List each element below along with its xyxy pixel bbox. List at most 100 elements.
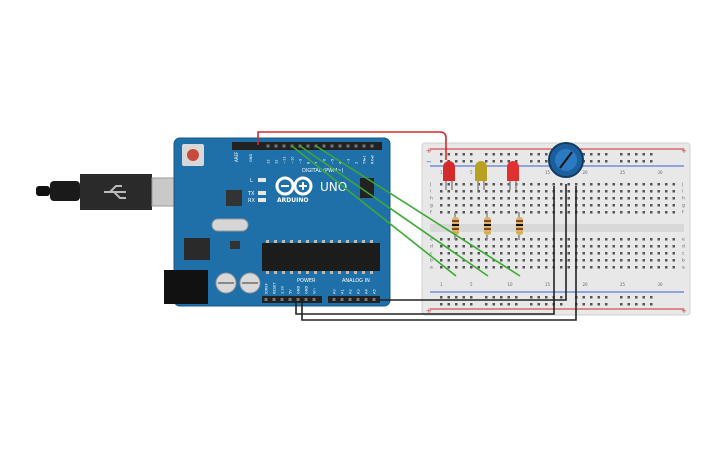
- rail-hole[interactable]: [440, 153, 443, 156]
- terminal-hole[interactable]: [530, 204, 533, 207]
- wire-black-3[interactable]: [380, 184, 567, 301]
- terminal-hole[interactable]: [612, 245, 616, 248]
- terminal-hole[interactable]: [537, 197, 541, 200]
- terminal-hole[interactable]: [635, 204, 638, 207]
- terminal-hole[interactable]: [575, 183, 578, 186]
- terminal-hole[interactable]: [530, 190, 533, 193]
- terminal-hole[interactable]: [590, 266, 593, 269]
- rail-hole[interactable]: [635, 296, 638, 299]
- terminal-hole[interactable]: [545, 211, 548, 214]
- terminal-hole[interactable]: [560, 204, 563, 207]
- terminal-hole[interactable]: [665, 197, 668, 200]
- rail-hole[interactable]: [507, 160, 511, 163]
- terminal-hole[interactable]: [620, 245, 623, 248]
- analog-pin[interactable]: [348, 298, 352, 301]
- terminal-hole[interactable]: [477, 245, 481, 248]
- terminal-hole[interactable]: [515, 204, 518, 207]
- power-pin[interactable]: [296, 298, 300, 301]
- rail-hole[interactable]: [537, 296, 541, 299]
- terminal-hole[interactable]: [560, 211, 563, 214]
- rail-hole[interactable]: [605, 296, 608, 299]
- terminal-hole[interactable]: [612, 183, 616, 186]
- terminal-hole[interactable]: [492, 245, 496, 248]
- terminal-hole[interactable]: [642, 197, 646, 200]
- digital-pin[interactable]: [370, 144, 374, 148]
- rail-hole[interactable]: [642, 303, 646, 306]
- terminal-hole[interactable]: [545, 190, 548, 193]
- terminal-hole[interactable]: [515, 266, 518, 269]
- terminal-hole[interactable]: [657, 252, 661, 255]
- terminal-hole[interactable]: [582, 190, 586, 193]
- terminal-hole[interactable]: [462, 245, 466, 248]
- analog-pin[interactable]: [372, 298, 376, 301]
- terminal-hole[interactable]: [627, 266, 631, 269]
- rail-hole[interactable]: [605, 303, 608, 306]
- terminal-hole[interactable]: [590, 245, 593, 248]
- digital-pin[interactable]: [362, 144, 366, 148]
- rail-hole[interactable]: [492, 296, 496, 299]
- terminal-hole[interactable]: [665, 211, 668, 214]
- power-pin[interactable]: [264, 298, 268, 301]
- terminal-hole[interactable]: [605, 204, 608, 207]
- terminal-hole[interactable]: [650, 266, 653, 269]
- terminal-hole[interactable]: [650, 259, 653, 262]
- rail-hole[interactable]: [545, 153, 548, 156]
- terminal-hole[interactable]: [650, 211, 653, 214]
- rail-hole[interactable]: [470, 153, 473, 156]
- terminal-hole[interactable]: [582, 183, 586, 186]
- terminal-hole[interactable]: [492, 197, 496, 200]
- terminal-hole[interactable]: [522, 204, 526, 207]
- rail-hole[interactable]: [582, 296, 586, 299]
- terminal-hole[interactable]: [605, 238, 608, 241]
- terminal-hole[interactable]: [447, 266, 451, 269]
- wire-green-2[interactable]: [299, 145, 489, 277]
- rail-hole[interactable]: [447, 153, 451, 156]
- power-pin[interactable]: [288, 298, 292, 301]
- terminal-hole[interactable]: [522, 266, 526, 269]
- terminal-hole[interactable]: [545, 204, 548, 207]
- terminal-hole[interactable]: [522, 238, 526, 241]
- rail-hole[interactable]: [492, 303, 496, 306]
- rail-hole[interactable]: [515, 296, 518, 299]
- terminal-hole[interactable]: [605, 259, 608, 262]
- terminal-hole[interactable]: [447, 204, 451, 207]
- terminal-hole[interactable]: [627, 190, 631, 193]
- terminal-hole[interactable]: [522, 252, 526, 255]
- terminal-hole[interactable]: [590, 204, 593, 207]
- terminal-hole[interactable]: [650, 197, 653, 200]
- terminal-hole[interactable]: [462, 266, 466, 269]
- terminal-hole[interactable]: [515, 238, 518, 241]
- terminal-hole[interactable]: [440, 197, 443, 200]
- resistor-2[interactable]: [484, 212, 491, 240]
- terminal-hole[interactable]: [657, 245, 661, 248]
- terminal-hole[interactable]: [492, 190, 496, 193]
- rail-hole[interactable]: [597, 303, 601, 306]
- terminal-hole[interactable]: [612, 197, 616, 200]
- terminal-hole[interactable]: [507, 266, 511, 269]
- wire-red[interactable]: [257, 131, 447, 160]
- terminal-hole[interactable]: [560, 245, 563, 248]
- rail-hole[interactable]: [627, 296, 631, 299]
- digital-pin[interactable]: [322, 144, 326, 148]
- terminal-hole[interactable]: [530, 197, 533, 200]
- terminal-hole[interactable]: [515, 259, 518, 262]
- terminal-hole[interactable]: [500, 266, 503, 269]
- terminal-hole[interactable]: [582, 266, 586, 269]
- rail-hole[interactable]: [582, 303, 586, 306]
- terminal-hole[interactable]: [567, 183, 571, 186]
- terminal-hole[interactable]: [567, 211, 571, 214]
- terminal-hole[interactable]: [627, 183, 631, 186]
- rail-hole[interactable]: [485, 160, 488, 163]
- terminal-hole[interactable]: [635, 259, 638, 262]
- rail-hole[interactable]: [590, 153, 593, 156]
- wire-black-2[interactable]: [301, 186, 577, 321]
- rail-hole[interactable]: [462, 153, 466, 156]
- rail-hole[interactable]: [530, 160, 533, 163]
- rail-hole[interactable]: [545, 296, 548, 299]
- terminal-hole[interactable]: [537, 204, 541, 207]
- rail-hole[interactable]: [545, 160, 548, 163]
- rail-hole[interactable]: [470, 160, 473, 163]
- rail-hole[interactable]: [597, 160, 601, 163]
- led-red-1[interactable]: [443, 161, 455, 190]
- rail-hole[interactable]: [530, 303, 533, 306]
